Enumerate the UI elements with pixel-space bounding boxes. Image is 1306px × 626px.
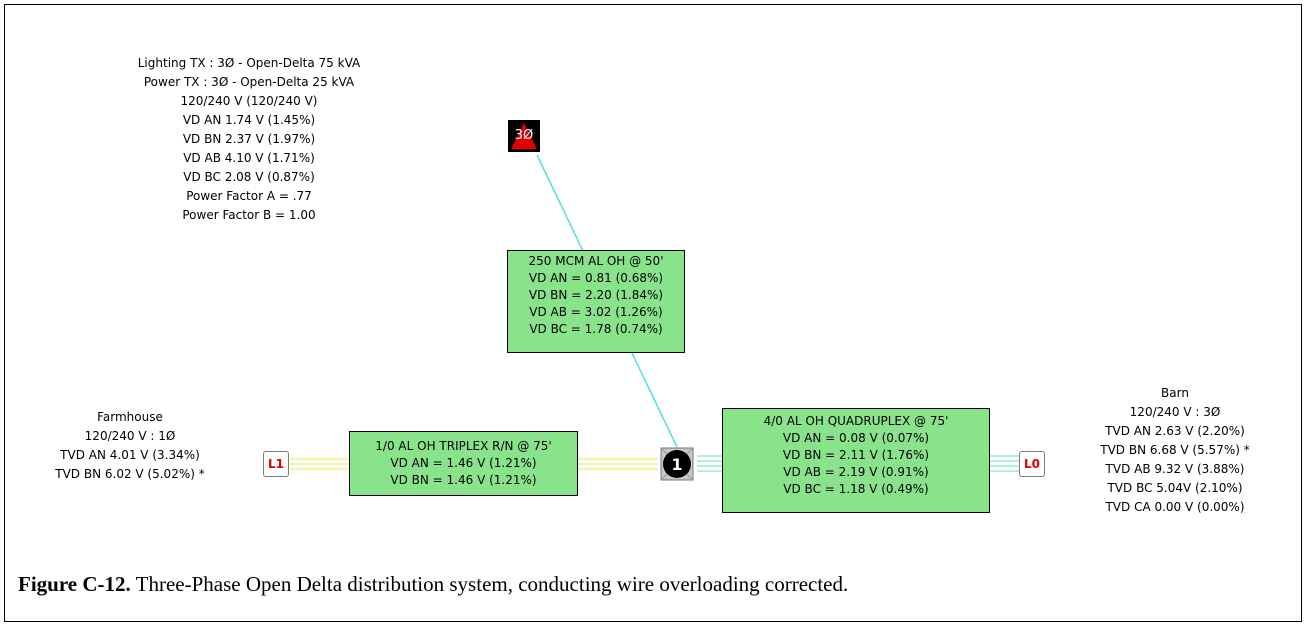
load-tag-l1[interactable]: L1 bbox=[263, 451, 289, 477]
source-info-line: Power Factor B = 1.00 bbox=[182, 208, 316, 222]
load-info-line: Barn bbox=[1161, 386, 1189, 400]
load-tag-l0[interactable]: L0 bbox=[1019, 451, 1045, 477]
load-info-line: 120/240 V : 1Ø bbox=[84, 429, 176, 443]
figure-caption: Figure C-12. Three-Phase Open Delta dist… bbox=[18, 570, 1288, 598]
load-info-line: 120/240 V : 3Ø bbox=[1129, 405, 1221, 419]
barn-info: Barn 120/240 V : 3Ø TVD AN 2.63 V (2.20%… bbox=[1060, 384, 1290, 517]
load-info-line: TVD CA 0.00 V (0.00%) bbox=[1105, 500, 1245, 514]
load-info-line: Farmhouse bbox=[97, 410, 163, 424]
load-info-line: TVD BN 6.68 V (5.57%) * bbox=[1100, 443, 1250, 457]
figure-frame bbox=[4, 4, 1302, 622]
wire-box-line: VD AN = 0.08 V (0.07%) bbox=[782, 431, 930, 445]
wire-box-line: VD AN = 1.46 V (1.21%) bbox=[390, 456, 537, 470]
wire-box-line: 4/0 AL OH QUADRUPLEX @ 75' bbox=[763, 414, 949, 428]
caption-text: Three-Phase Open Delta distribution syst… bbox=[130, 572, 849, 596]
wire-box-line: VD AB = 3.02 (1.26%) bbox=[529, 305, 663, 319]
wire-box-line: VD AN = 0.81 (0.68%) bbox=[528, 271, 664, 285]
caption-label: Figure C-12. bbox=[18, 572, 131, 596]
node-1[interactable]: 1 bbox=[658, 445, 696, 483]
transformer-icon[interactable]: 3Ø bbox=[508, 120, 540, 152]
source-info-line: 120/240 V (120/240 V) bbox=[180, 94, 318, 108]
wire-box-line: 1/0 AL OH TRIPLEX R/N @ 75' bbox=[375, 439, 552, 453]
node-symbol: 1 bbox=[660, 447, 694, 481]
service-wire-box[interactable]: 250 MCM AL OH @ 50' VD AN = 0.81 (0.68%)… bbox=[507, 250, 685, 353]
source-info: Lighting TX : 3Ø - Open-Delta 75 kVA Pow… bbox=[124, 54, 374, 225]
load-info-line: TVD AB 9.32 V (3.88%) bbox=[1105, 462, 1245, 476]
source-info-line: VD BN 2.37 V (1.97%) bbox=[182, 132, 316, 146]
quadruplex-wire-box[interactable]: 4/0 AL OH QUADRUPLEX @ 75' VD AN = 0.08 … bbox=[722, 408, 990, 513]
wire-box-line: VD BC = 1.78 (0.74%) bbox=[529, 322, 663, 336]
load-info-line: TVD AN 4.01 V (3.34%) bbox=[60, 448, 200, 462]
source-info-line: Power TX : 3Ø - Open-Delta 25 kVA bbox=[143, 75, 355, 89]
triplex-wire-box[interactable]: 1/0 AL OH TRIPLEX R/N @ 75' VD AN = 1.46… bbox=[349, 431, 578, 496]
wire-box-line: VD BN = 1.46 V (1.21%) bbox=[390, 473, 537, 487]
wire-box-line: VD BC = 1.18 V (0.49%) bbox=[783, 482, 929, 496]
transformer-label: 3Ø bbox=[514, 128, 534, 143]
wire-box-line: 250 MCM AL OH @ 50' bbox=[528, 254, 664, 268]
wire-box-line: VD BN = 2.11 V (1.76%) bbox=[782, 448, 930, 462]
wire-box-line: VD AB = 2.19 V (0.91%) bbox=[783, 465, 929, 479]
load-info-line: TVD AN 2.63 V (2.20%) bbox=[1105, 424, 1245, 438]
source-info-line: Lighting TX : 3Ø - Open-Delta 75 kVA bbox=[137, 56, 361, 70]
source-info-line: VD AB 4.10 V (1.71%) bbox=[183, 151, 315, 165]
node-label: 1 bbox=[671, 455, 682, 474]
wire-box-line: VD BN = 2.20 (1.84%) bbox=[528, 288, 664, 302]
source-info-line: VD BC 2.08 V (0.87%) bbox=[183, 170, 315, 184]
load-info-line: TVD BC 5.04V (2.10%) bbox=[1107, 481, 1243, 495]
load-info-line: TVD BN 6.02 V (5.02%) * bbox=[55, 467, 205, 481]
source-info-line: VD AN 1.74 V (1.45%) bbox=[182, 113, 316, 127]
transformer-triangle bbox=[511, 123, 537, 149]
source-info-line: Power Factor A = .77 bbox=[186, 189, 312, 203]
farmhouse-info: Farmhouse 120/240 V : 1Ø TVD AN 4.01 V (… bbox=[30, 408, 230, 484]
